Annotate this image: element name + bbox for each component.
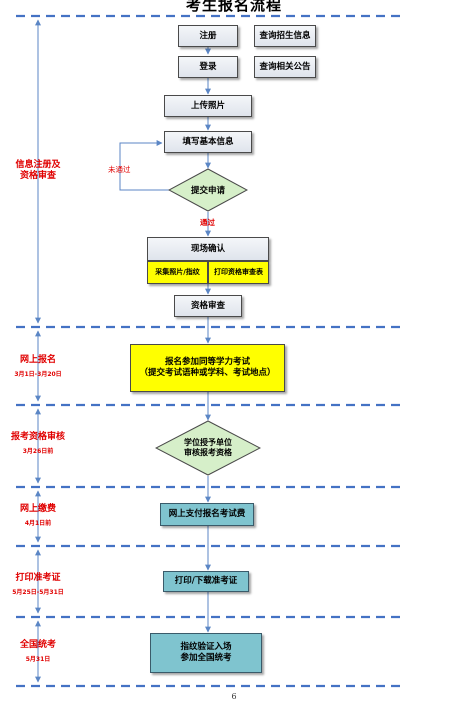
- stage-4-name: 网上缴费: [19, 504, 56, 514]
- stage-separators: [16, 14, 400, 688]
- submit-diamond: [168, 168, 248, 212]
- print-ticket-label: 打印/下载准考证: [174, 576, 238, 587]
- stage-5-date: 5月25日-5月31日: [12, 589, 64, 597]
- register-label: 注册: [199, 30, 217, 41]
- stage-3-name: 报考资格审核: [10, 432, 65, 442]
- query-notice-label: 查询相关公告: [259, 61, 311, 72]
- stage-2-date: 3月1日-3月20日: [14, 371, 62, 379]
- upload-photo-box: 上传照片: [164, 95, 252, 117]
- univ-review-diamond: [155, 420, 261, 476]
- query-admission-box: 查询招生信息: [254, 25, 316, 47]
- pay-online-box: 网上支付报名考试费: [160, 503, 254, 526]
- final-exam-line1: 指纹验证入场: [180, 642, 232, 653]
- register-exam-line2: （提交考试语种或学科、考试地点）: [139, 368, 276, 378]
- stage-4-date: 4月1日前: [24, 520, 52, 528]
- register-exam-line1: 报名参加同等学力考试: [164, 357, 250, 368]
- collect-photo-box: 采集照片/指纹: [147, 261, 208, 284]
- collect-photo-label: 采集照片/指纹: [155, 268, 200, 277]
- stage-2-name: 网上报名: [19, 355, 56, 365]
- univ-review-text: 学位授予单位 审核报考资格: [155, 420, 261, 476]
- query-admission-label: 查询招生信息: [259, 30, 311, 41]
- qualification-review-label: 资格审查: [190, 300, 225, 311]
- stage-6-name: 全国统考: [19, 640, 56, 650]
- upload-photo-label: 上传照片: [190, 100, 225, 111]
- fill-info-label: 填写基本信息: [182, 136, 234, 147]
- stage-label-2: 网上报名 3月1日-3月20日: [0, 355, 76, 378]
- stage-label-3: 报考资格审核 3月26日前: [0, 432, 76, 455]
- final-exam-box: 指纹验证入场 参加全国统考: [150, 633, 262, 673]
- query-notice-box: 查询相关公告: [254, 56, 316, 78]
- stage-5-name: 打印准考证: [15, 573, 61, 583]
- page-title: 考生报名流程: [185, 0, 282, 14]
- page-number: 6: [231, 692, 237, 701]
- not-passed-label: 未通过: [108, 165, 131, 174]
- stage-6-date: 5月31日: [25, 656, 51, 664]
- stage-label-5: 打印准考证 5月25日-5月31日: [0, 573, 76, 596]
- stage-label-1: 信息注册及 资格审查: [0, 160, 76, 183]
- fill-info-box: 填写基本信息: [164, 131, 252, 153]
- login-label: 登录: [199, 61, 217, 72]
- stage-3-date: 3月26日前: [22, 448, 54, 456]
- stage-label-6: 全国统考 5月31日: [0, 640, 76, 663]
- stage-label-4: 网上缴费 4月1日前: [0, 504, 76, 527]
- final-exam-line2: 参加全国统考: [180, 653, 232, 663]
- print-form-label: 打印资格审查表: [214, 268, 263, 277]
- register-exam-box: 报名参加同等学力考试 （提交考试语种或学科、考试地点）: [130, 344, 285, 392]
- univ-review-line2: 审核报考资格: [184, 448, 232, 457]
- stage-1-name-line2: 资格审查: [19, 171, 56, 182]
- onsite-confirm-box: 现场确认: [147, 237, 269, 261]
- onsite-confirm-label: 现场确认: [190, 243, 225, 254]
- submit-label: 提交申请: [190, 186, 225, 196]
- login-box: 登录: [178, 56, 238, 78]
- print-ticket-box: 打印/下载准考证: [163, 571, 249, 592]
- passed-label: 通过: [200, 218, 215, 227]
- stage-1-name-line1: 信息注册及: [15, 160, 61, 170]
- pay-online-label: 网上支付报名考试费: [168, 509, 246, 520]
- univ-review-line1: 学位授予单位: [184, 437, 232, 447]
- print-form-box: 打印资格审查表: [208, 261, 269, 284]
- register-box: 注册: [178, 25, 238, 47]
- qualification-review-box: 资格审查: [174, 295, 242, 317]
